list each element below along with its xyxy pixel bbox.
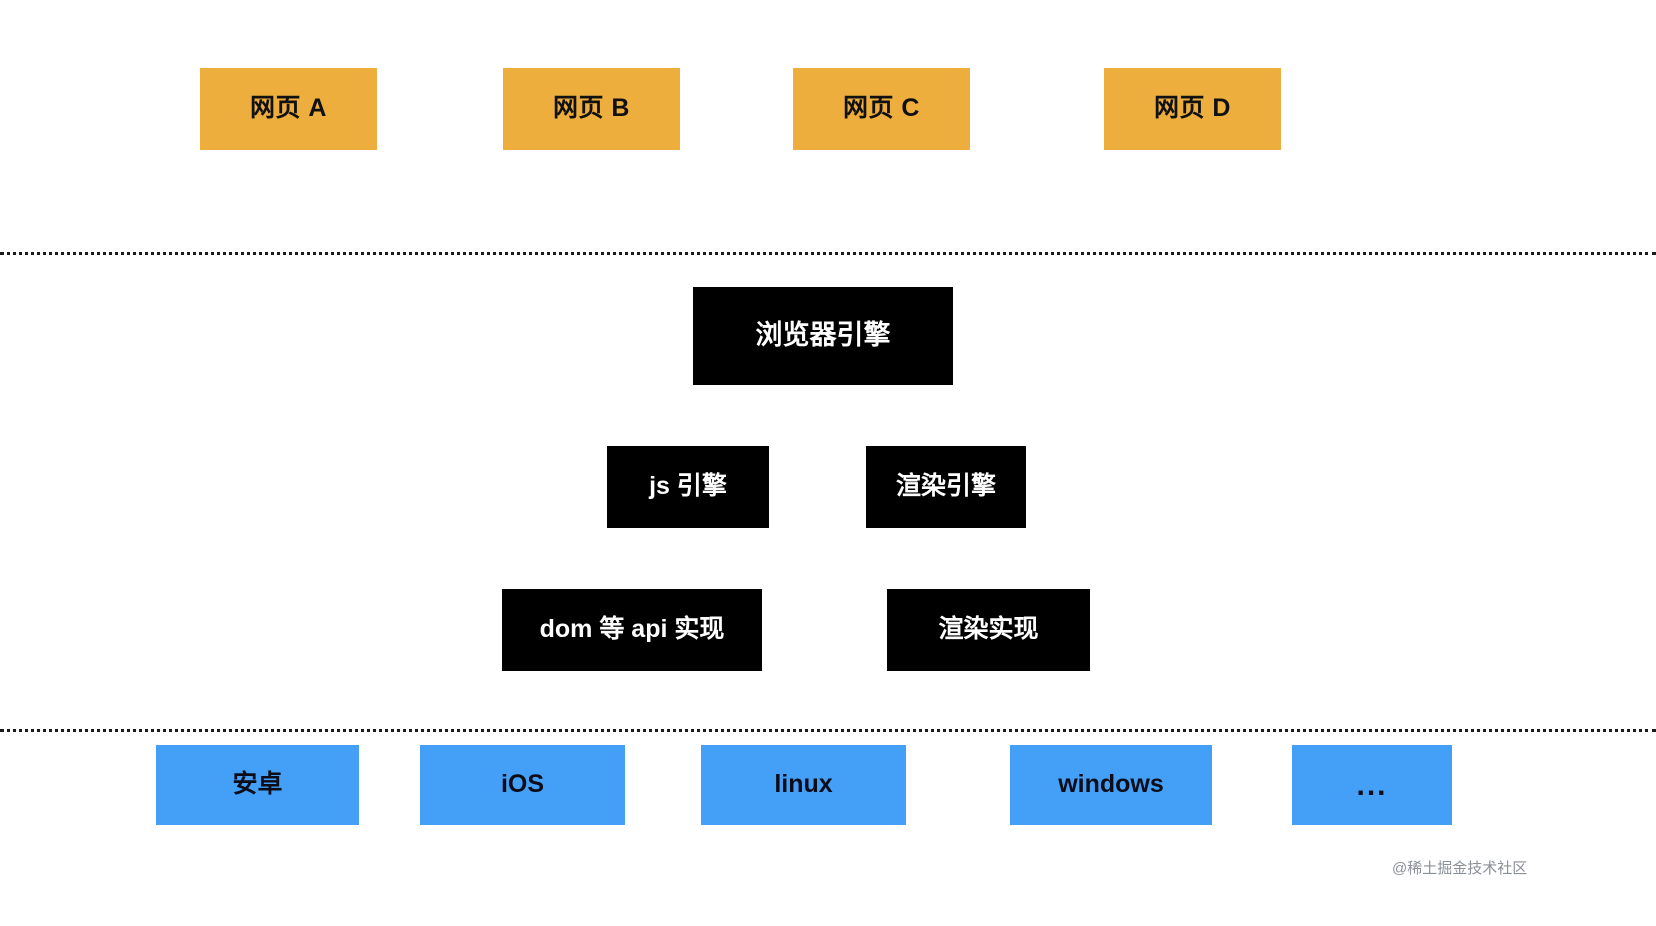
js-engine-box[interactable]: js 引擎 xyxy=(607,446,769,528)
os-box-windows[interactable]: windows xyxy=(1010,745,1212,825)
os-box-more-label: ... xyxy=(1356,768,1388,802)
render-impl-label: 渲染实现 xyxy=(938,615,1039,644)
divider-webpage-engine xyxy=(0,252,1656,255)
render-engine-label: 渲染引擎 xyxy=(895,472,996,501)
os-box-ios[interactable]: iOS xyxy=(420,745,625,825)
os-box-android[interactable]: 安卓 xyxy=(156,745,359,825)
dom-api-impl-box[interactable]: dom 等 api 实现 xyxy=(502,589,762,671)
webpage-box-b[interactable]: 网页 B xyxy=(503,68,680,150)
os-box-linux[interactable]: linux xyxy=(701,745,906,825)
webpage-box-a-label: 网页 A xyxy=(249,94,327,123)
webpage-box-d-label: 网页 D xyxy=(1153,94,1231,123)
browser-engine-label: 浏览器引擎 xyxy=(755,320,891,351)
os-box-linux-label: linux xyxy=(774,770,833,799)
os-box-more[interactable]: ... xyxy=(1292,745,1452,825)
render-impl-box[interactable]: 渲染实现 xyxy=(887,589,1090,671)
watermark-label: @稀土掘金技术社区 xyxy=(1392,860,1528,877)
webpage-box-c[interactable]: 网页 C xyxy=(793,68,970,150)
os-box-windows-label: windows xyxy=(1058,770,1164,799)
os-box-android-label: 安卓 xyxy=(232,770,283,799)
dom-api-impl-label: dom 等 api 实现 xyxy=(539,615,725,644)
browser-engine-box[interactable]: 浏览器引擎 xyxy=(693,287,953,385)
webpage-box-c-label: 网页 C xyxy=(842,94,920,123)
divider-engine-os xyxy=(0,729,1656,732)
os-box-ios-label: iOS xyxy=(500,770,545,799)
js-engine-label: js 引擎 xyxy=(649,472,727,501)
render-engine-box[interactable]: 渲染引擎 xyxy=(866,446,1026,528)
webpage-box-a[interactable]: 网页 A xyxy=(200,68,377,150)
watermark: @稀土掘金技术社区 xyxy=(1392,857,1527,878)
webpage-box-b-label: 网页 B xyxy=(552,94,630,123)
webpage-box-d[interactable]: 网页 D xyxy=(1104,68,1281,150)
